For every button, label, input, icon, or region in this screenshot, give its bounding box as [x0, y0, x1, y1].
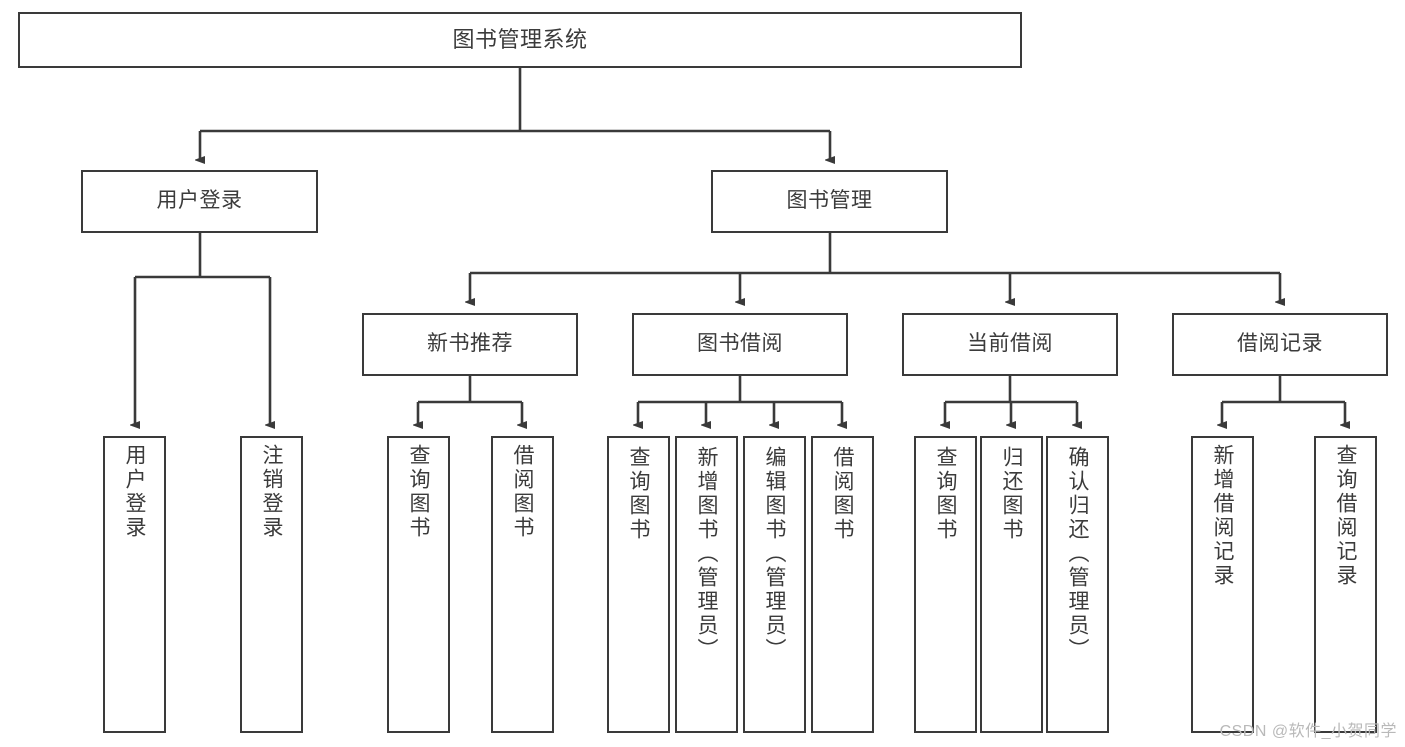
node-leaf-borrow-book-1-label: 借阅图书: [511, 444, 534, 540]
node-leaf-borrow-book-2[interactable]: 借阅图书: [811, 436, 874, 733]
node-leaf-add-book-label: 新增图书（管理员）: [695, 446, 718, 662]
node-leaf-query-book-1-label: 查询图书: [407, 444, 430, 540]
node-current-borrow[interactable]: 当前借阅: [902, 313, 1118, 376]
node-leaf-add-book[interactable]: 新增图书（管理员）: [675, 436, 738, 733]
node-new-book-recommend[interactable]: 新书推荐: [362, 313, 578, 376]
node-leaf-query-book-2[interactable]: 查询图书: [607, 436, 670, 733]
node-root-label: 图书管理系统: [452, 27, 588, 53]
node-leaf-logout-login-label: 注销登录: [260, 444, 283, 540]
node-leaf-query-record-label: 查询借阅记录: [1334, 444, 1357, 588]
node-leaf-user-login-label: 用户登录: [123, 444, 146, 540]
node-leaf-query-book-3[interactable]: 查询图书: [914, 436, 977, 733]
node-leaf-query-book-2-label: 查询图书: [627, 446, 650, 542]
node-new-book-recommend-label: 新书推荐: [427, 332, 513, 356]
node-leaf-borrow-book-1[interactable]: 借阅图书: [491, 436, 554, 733]
node-leaf-query-book-1[interactable]: 查询图书: [387, 436, 450, 733]
node-leaf-edit-book[interactable]: 编辑图书（管理员）: [743, 436, 806, 733]
node-book-borrow-label: 图书借阅: [697, 332, 783, 356]
node-leaf-query-book-3-label: 查询图书: [934, 446, 957, 542]
node-user-login[interactable]: 用户登录: [81, 170, 318, 233]
node-leaf-confirm-return[interactable]: 确认归还（管理员）: [1046, 436, 1109, 733]
node-root[interactable]: 图书管理系统: [18, 12, 1022, 68]
node-borrow-record-label: 借阅记录: [1237, 332, 1323, 356]
node-leaf-user-login[interactable]: 用户登录: [103, 436, 166, 733]
node-leaf-borrow-book-2-label: 借阅图书: [831, 446, 854, 542]
node-leaf-add-record[interactable]: 新增借阅记录: [1191, 436, 1254, 733]
watermark-text: CSDN @软件_小贺同学: [1219, 723, 1397, 740]
node-current-borrow-label: 当前借阅: [967, 332, 1053, 356]
node-book-manage-label: 图书管理: [786, 189, 873, 213]
node-leaf-confirm-return-label: 确认归还（管理员）: [1066, 446, 1089, 662]
node-leaf-add-record-label: 新增借阅记录: [1211, 444, 1234, 588]
node-borrow-record[interactable]: 借阅记录: [1172, 313, 1388, 376]
node-leaf-query-record[interactable]: 查询借阅记录: [1314, 436, 1377, 733]
node-leaf-return-book-label: 归还图书: [1000, 446, 1023, 542]
node-leaf-edit-book-label: 编辑图书（管理员）: [763, 446, 786, 662]
node-book-borrow[interactable]: 图书借阅: [632, 313, 848, 376]
node-user-login-label: 用户登录: [156, 189, 243, 213]
node-leaf-logout-login[interactable]: 注销登录: [240, 436, 303, 733]
node-book-manage[interactable]: 图书管理: [711, 170, 948, 233]
node-leaf-return-book[interactable]: 归还图书: [980, 436, 1043, 733]
